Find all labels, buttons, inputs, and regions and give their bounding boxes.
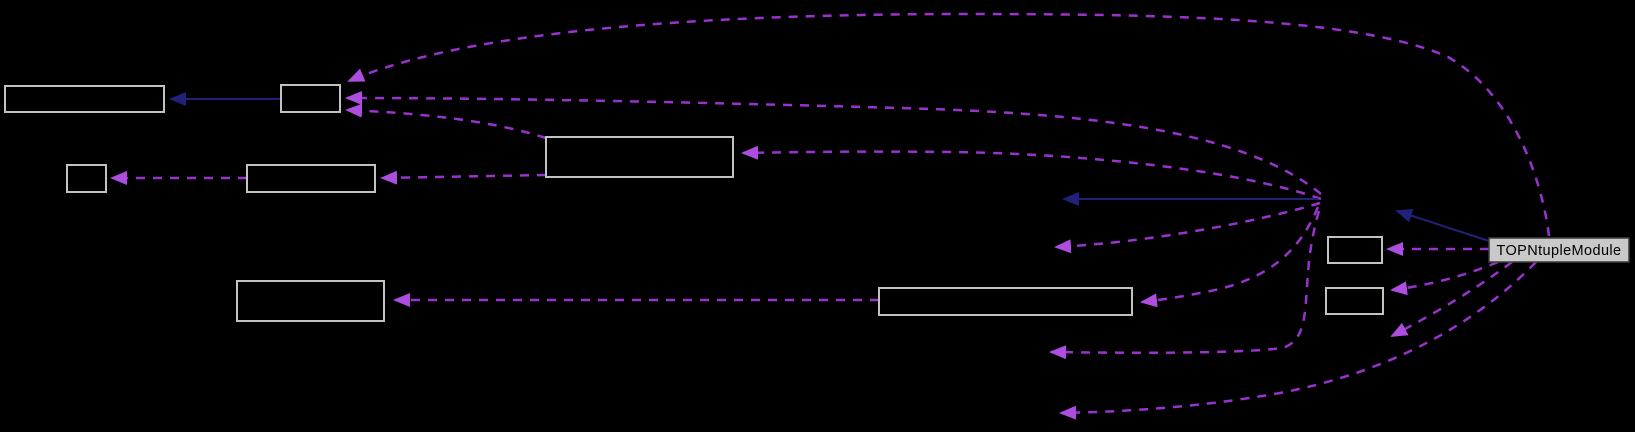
main-node: TOPNtupleModule: [1488, 237, 1630, 263]
edge-main-to-topmid-arc: [347, 12, 1551, 237]
node-lower-left[interactable]: [236, 280, 385, 322]
edge-hub-to-topmid: [345, 91, 1322, 195]
node-right-small-upper[interactable]: [1327, 236, 1383, 264]
node-top-mid[interactable]: [280, 84, 341, 113]
edge-center-upper-to-topmid: [345, 103, 547, 140]
edge-main-to-hidden-right: [1390, 260, 1513, 338]
node-left-small[interactable]: [66, 164, 107, 193]
edge-main-to-hub-inherit: [1395, 208, 1490, 242]
edge-hub-to-hidden-low1: [1049, 210, 1321, 360]
edge-hub-to-lower-center: [1140, 206, 1320, 308]
node-left-mid[interactable]: [246, 164, 376, 193]
main-node-label: TOPNtupleModule: [1496, 243, 1621, 259]
node-top-left[interactable]: [4, 85, 165, 113]
edge-main-to-right-small-lower: [1390, 260, 1499, 296]
edge-hub-to-center-upper: [741, 145, 1322, 201]
main-node-box: [1488, 237, 1630, 263]
node-right-small-lower[interactable]: [1325, 287, 1384, 315]
graph-nodes: [4, 84, 1384, 322]
node-lower-center[interactable]: [878, 287, 1133, 316]
node-center-upper[interactable]: [545, 136, 734, 178]
edge-center-upper-to-left-mid: [380, 170, 547, 185]
